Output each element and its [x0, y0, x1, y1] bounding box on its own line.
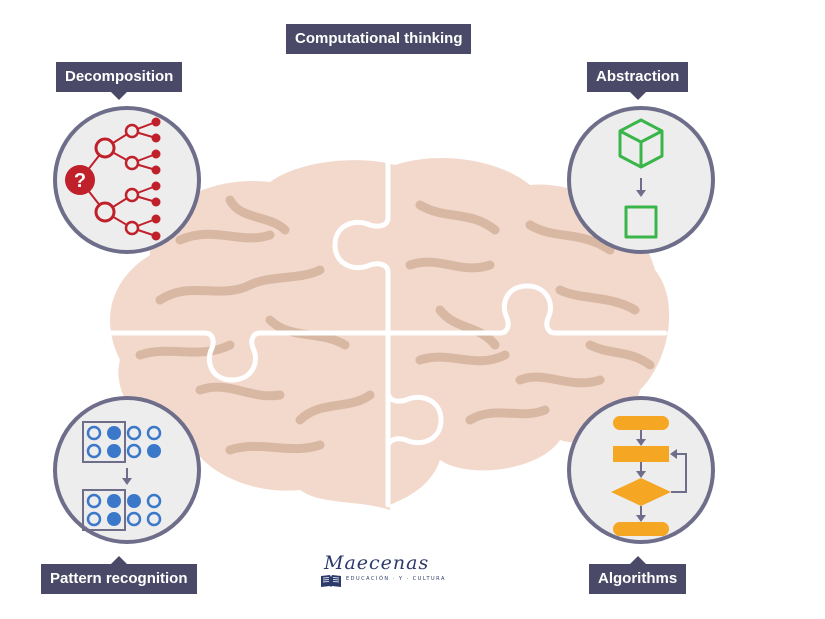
- pattern-recognition-label: Pattern recognition: [41, 556, 197, 594]
- logo-name: Maecenas: [324, 552, 430, 574]
- svg-text:?: ?: [74, 170, 86, 192]
- logo-tagline: EDUCACIÓN · Y · CULTURA: [346, 576, 446, 582]
- algorithms-label: Algorithms: [589, 556, 687, 594]
- abstraction-icon: [567, 106, 715, 254]
- pattern-recognition-icon: [53, 396, 201, 544]
- brain-illustration: [107, 157, 670, 510]
- diagram-title: Computational thinking: [286, 24, 472, 54]
- maecenas-logo: Maecenas EDUCACIÓN · Y · CULTURA: [318, 552, 444, 592]
- book-icon: [321, 575, 341, 587]
- decomposition-icon: ?: [53, 106, 201, 254]
- algorithms-icon: [567, 396, 715, 544]
- abstraction-label: Abstraction: [587, 62, 689, 100]
- decomposition-label: Decomposition: [56, 62, 183, 100]
